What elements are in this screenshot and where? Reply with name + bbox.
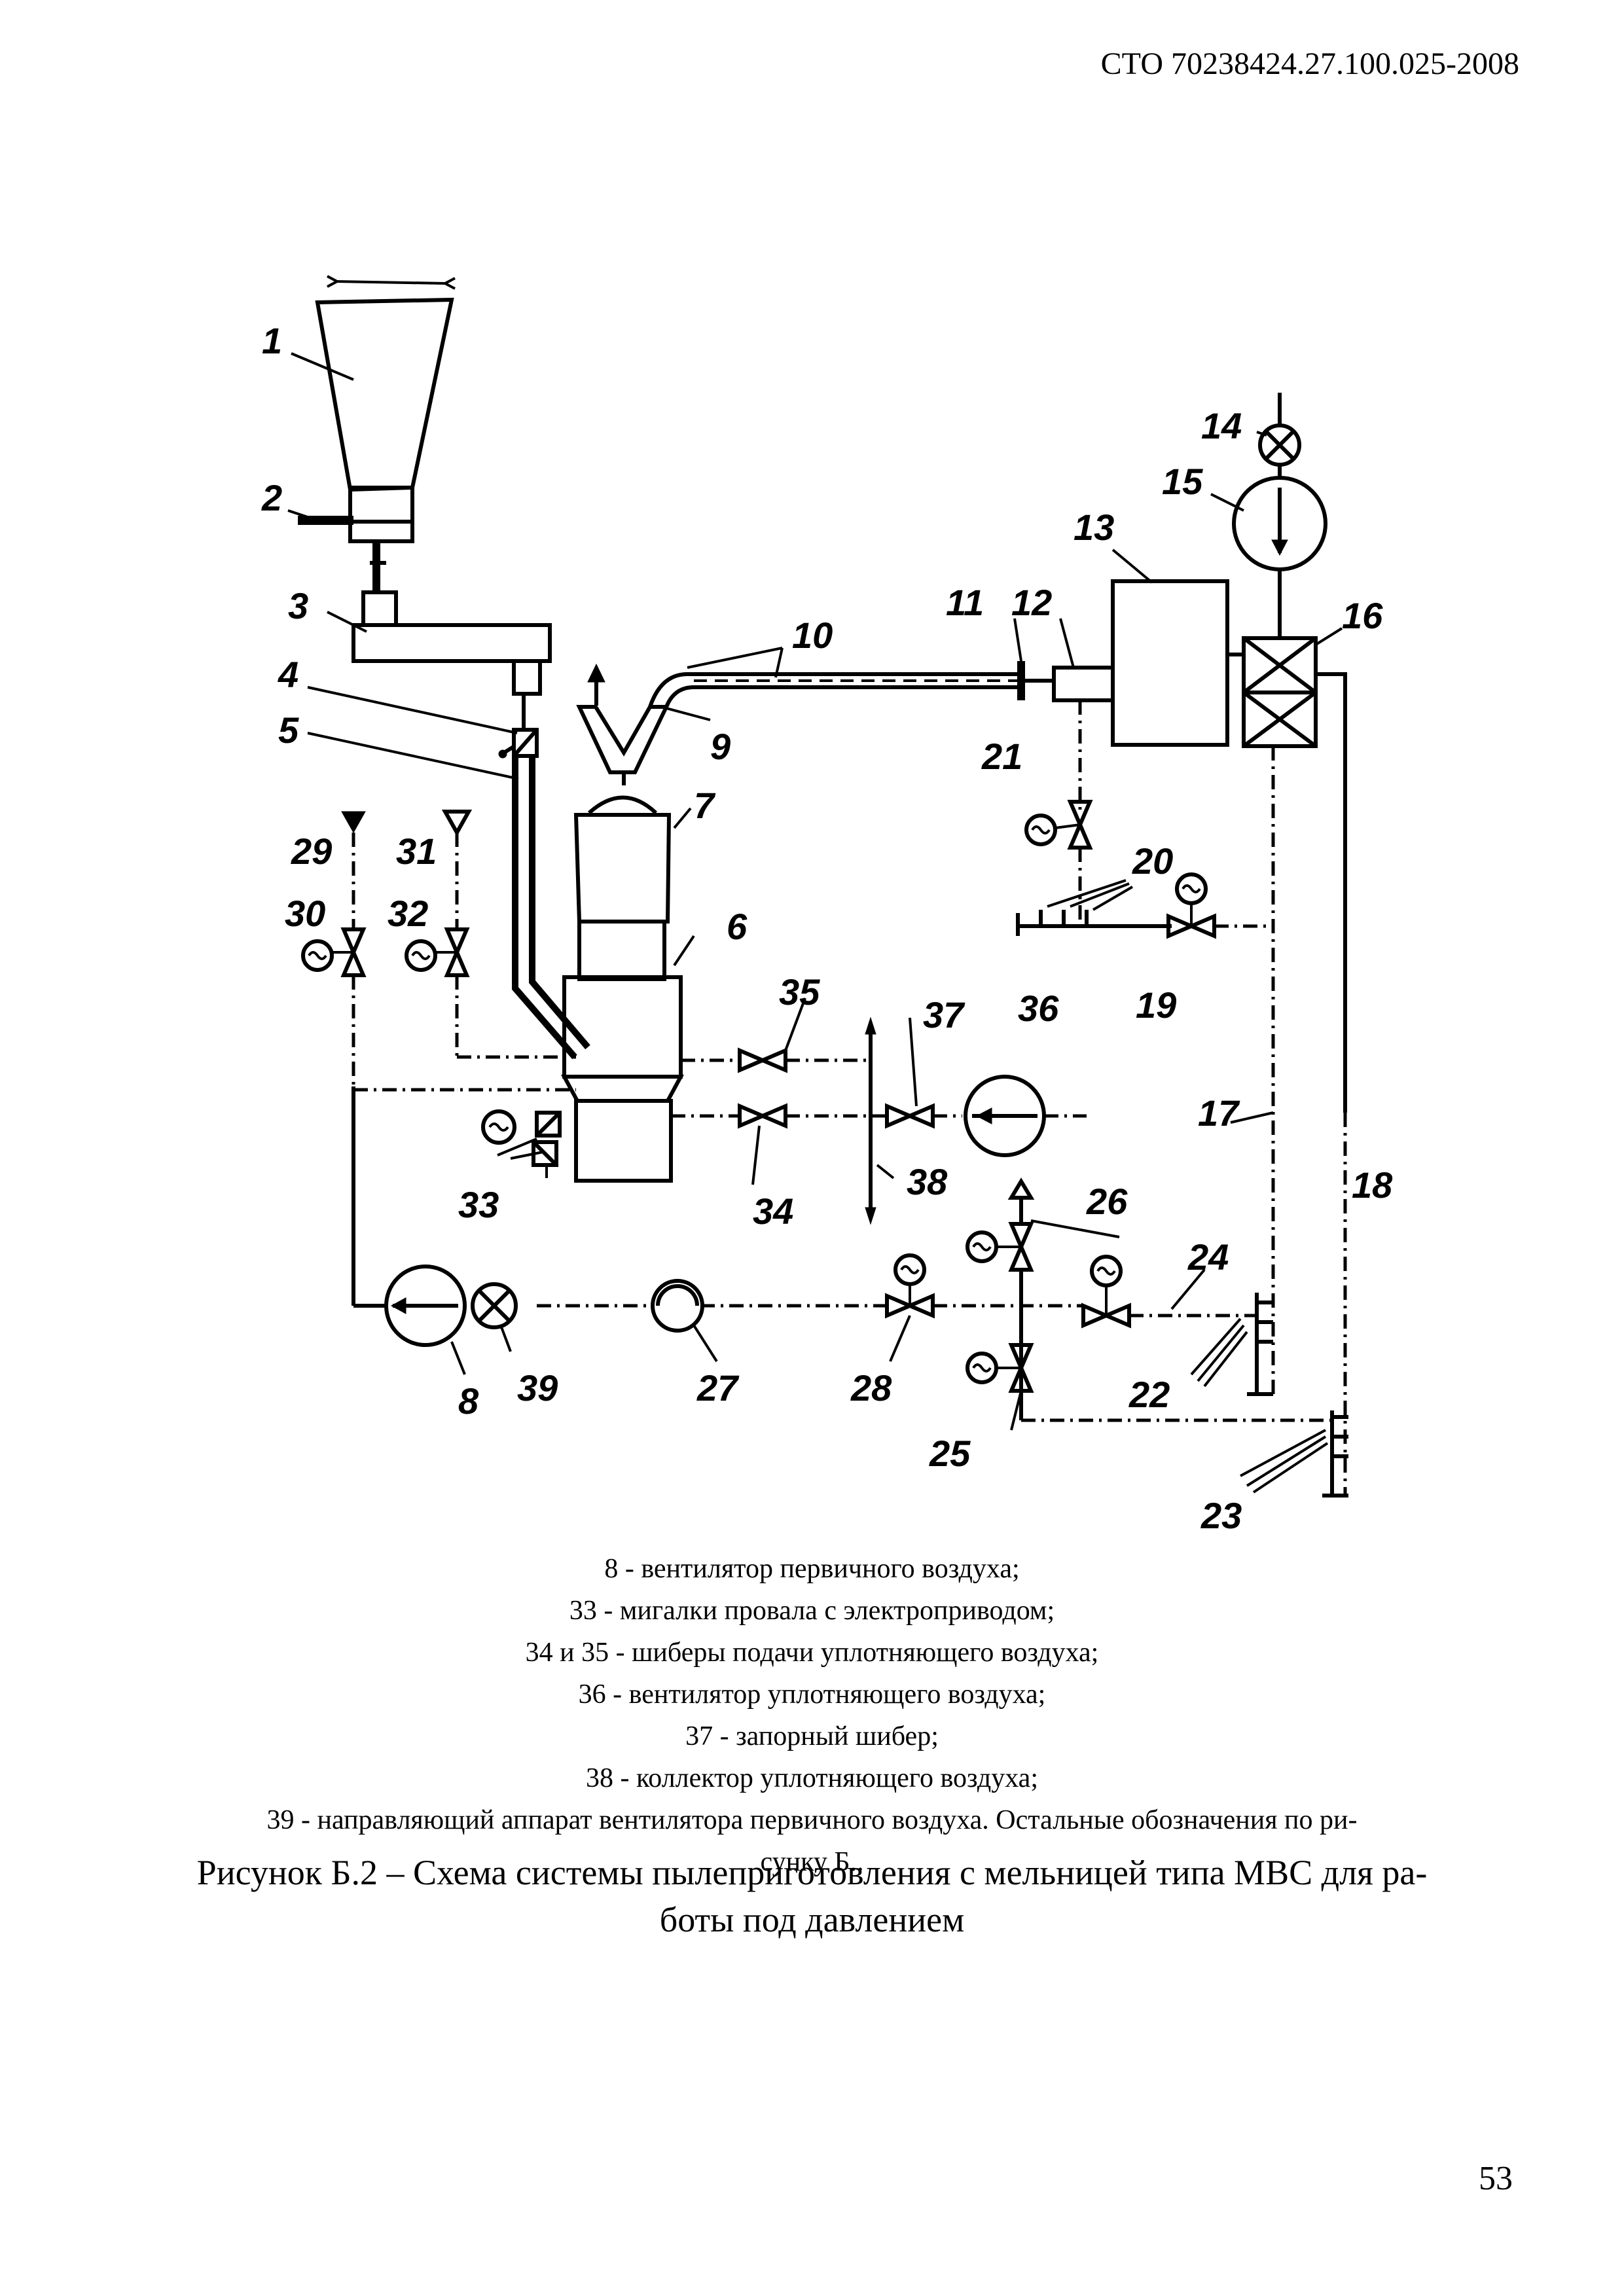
taps-20 xyxy=(1016,879,1172,936)
figure-caption: Рисунок Б.2 – Схема системы пылеприготов… xyxy=(144,1849,1480,1943)
hot-air-pipe xyxy=(1316,672,1347,1496)
rejects-flap-valves xyxy=(481,1109,562,1178)
label-13: 13 xyxy=(1074,507,1114,548)
legend-line: 37 - запорный шибер; xyxy=(685,1721,939,1751)
label-23: 23 xyxy=(1200,1495,1242,1536)
boiler xyxy=(1111,579,1229,747)
label-30: 30 xyxy=(285,893,325,934)
label-16: 16 xyxy=(1342,595,1383,636)
legend: 8 - вентилятор первичного воздуха; 33 - … xyxy=(131,1548,1493,1883)
pulverization-system-diagram: 1 2 3 4 5 6 7 8 9 10 11 12 13 14 15 16 1… xyxy=(261,275,1393,1536)
shutoff-damper-37 xyxy=(871,1103,962,1129)
label-34: 34 xyxy=(753,1191,793,1232)
primary-air-line xyxy=(537,1270,1083,1420)
label-37: 37 xyxy=(923,994,965,1035)
label-1: 1 xyxy=(262,320,282,361)
branch-31 xyxy=(405,810,473,1057)
label-14: 14 xyxy=(1201,405,1242,446)
exhaust-damper xyxy=(1258,393,1301,478)
seal-air-damper-34 xyxy=(671,1103,871,1129)
label-19: 19 xyxy=(1136,984,1176,1026)
label-38: 38 xyxy=(907,1161,948,1202)
label-3: 3 xyxy=(288,585,308,626)
feeder xyxy=(352,623,552,696)
guide-vane xyxy=(471,1282,518,1329)
document-header: СТО 70238424.27.100.025-2008 xyxy=(1100,46,1519,81)
valve-19 xyxy=(1166,872,1273,939)
classifier xyxy=(576,705,670,785)
label-11: 11 xyxy=(946,582,984,623)
pulverized-coal-pipe xyxy=(648,672,1021,708)
label-10: 10 xyxy=(792,615,833,656)
label-26: 26 xyxy=(1086,1181,1128,1222)
taps-23 xyxy=(1021,1410,1348,1498)
branch-29 xyxy=(301,811,367,1090)
label-20: 20 xyxy=(1132,840,1173,882)
label-5: 5 xyxy=(278,709,299,751)
seal-air-fan xyxy=(964,1075,1087,1157)
legend-line: 8 - вентилятор первичного воздуха; xyxy=(604,1554,1020,1584)
legend-line: сунку Б.. xyxy=(760,1847,864,1877)
damper-27 xyxy=(651,1279,704,1333)
label-28: 28 xyxy=(850,1367,892,1408)
label-2: 2 xyxy=(261,477,282,518)
label-33: 33 xyxy=(458,1184,499,1225)
primary-air-fan xyxy=(352,1086,467,1347)
feeder-valve xyxy=(498,728,539,759)
label-35: 35 xyxy=(779,971,820,1013)
label-31: 31 xyxy=(396,831,437,872)
air-heater xyxy=(1227,636,1318,748)
label-27: 27 xyxy=(696,1367,740,1408)
label-7: 7 xyxy=(694,785,716,826)
label-22: 22 xyxy=(1128,1374,1170,1415)
label-17: 17 xyxy=(1198,1092,1240,1134)
legend-line: 38 - коллектор уплотняющего воздуха; xyxy=(586,1763,1038,1793)
label-12: 12 xyxy=(1011,582,1052,623)
seal-air-damper-35 xyxy=(681,1047,871,1073)
label-4: 4 xyxy=(278,654,298,695)
page-number: 53 xyxy=(1479,2160,1513,2197)
label-36: 36 xyxy=(1018,988,1059,1029)
label-24: 24 xyxy=(1187,1236,1229,1278)
valve-26 xyxy=(965,1177,1035,1272)
taps-22 xyxy=(1190,1293,1273,1396)
leader-lines xyxy=(287,352,1343,1431)
label-8: 8 xyxy=(458,1380,479,1422)
label-9: 9 xyxy=(710,726,731,767)
mill xyxy=(560,975,685,1183)
bunker xyxy=(315,275,456,543)
label-39: 39 xyxy=(517,1367,558,1408)
valve-21 xyxy=(1024,800,1093,926)
separator xyxy=(573,795,672,981)
label-18: 18 xyxy=(1352,1164,1393,1206)
coal-pipe xyxy=(512,694,590,1060)
label-15: 15 xyxy=(1162,461,1203,502)
burner xyxy=(1024,666,1115,702)
legend-line: 34 и 35 - шиберы подачи уплотняющего воз… xyxy=(525,1638,1099,1668)
legend-line: 36 - вентилятор уплотняющего воздуха; xyxy=(578,1679,1046,1710)
callout-labels: 1 2 3 4 5 6 7 8 9 10 11 12 13 14 15 16 1… xyxy=(261,320,1393,1536)
legend-line: 39 - направляющий аппарат вентилятора пе… xyxy=(266,1805,1358,1835)
valve-28 xyxy=(885,1253,935,1319)
label-29: 29 xyxy=(291,831,332,872)
caption-line-2: боты под давлением xyxy=(659,1900,965,1939)
caption-line-1: Рисунок Б.2 – Схема системы пылеприготов… xyxy=(196,1853,1428,1892)
label-25: 25 xyxy=(929,1433,971,1474)
label-32: 32 xyxy=(388,893,428,934)
smoke-exhauster xyxy=(1232,476,1327,638)
valve-24 xyxy=(1081,1255,1257,1329)
seal-air-collector xyxy=(865,1016,876,1225)
legend-line: 33 - мигалки провала с электроприводом; xyxy=(569,1596,1055,1626)
label-6: 6 xyxy=(727,906,748,947)
label-21: 21 xyxy=(981,736,1022,777)
